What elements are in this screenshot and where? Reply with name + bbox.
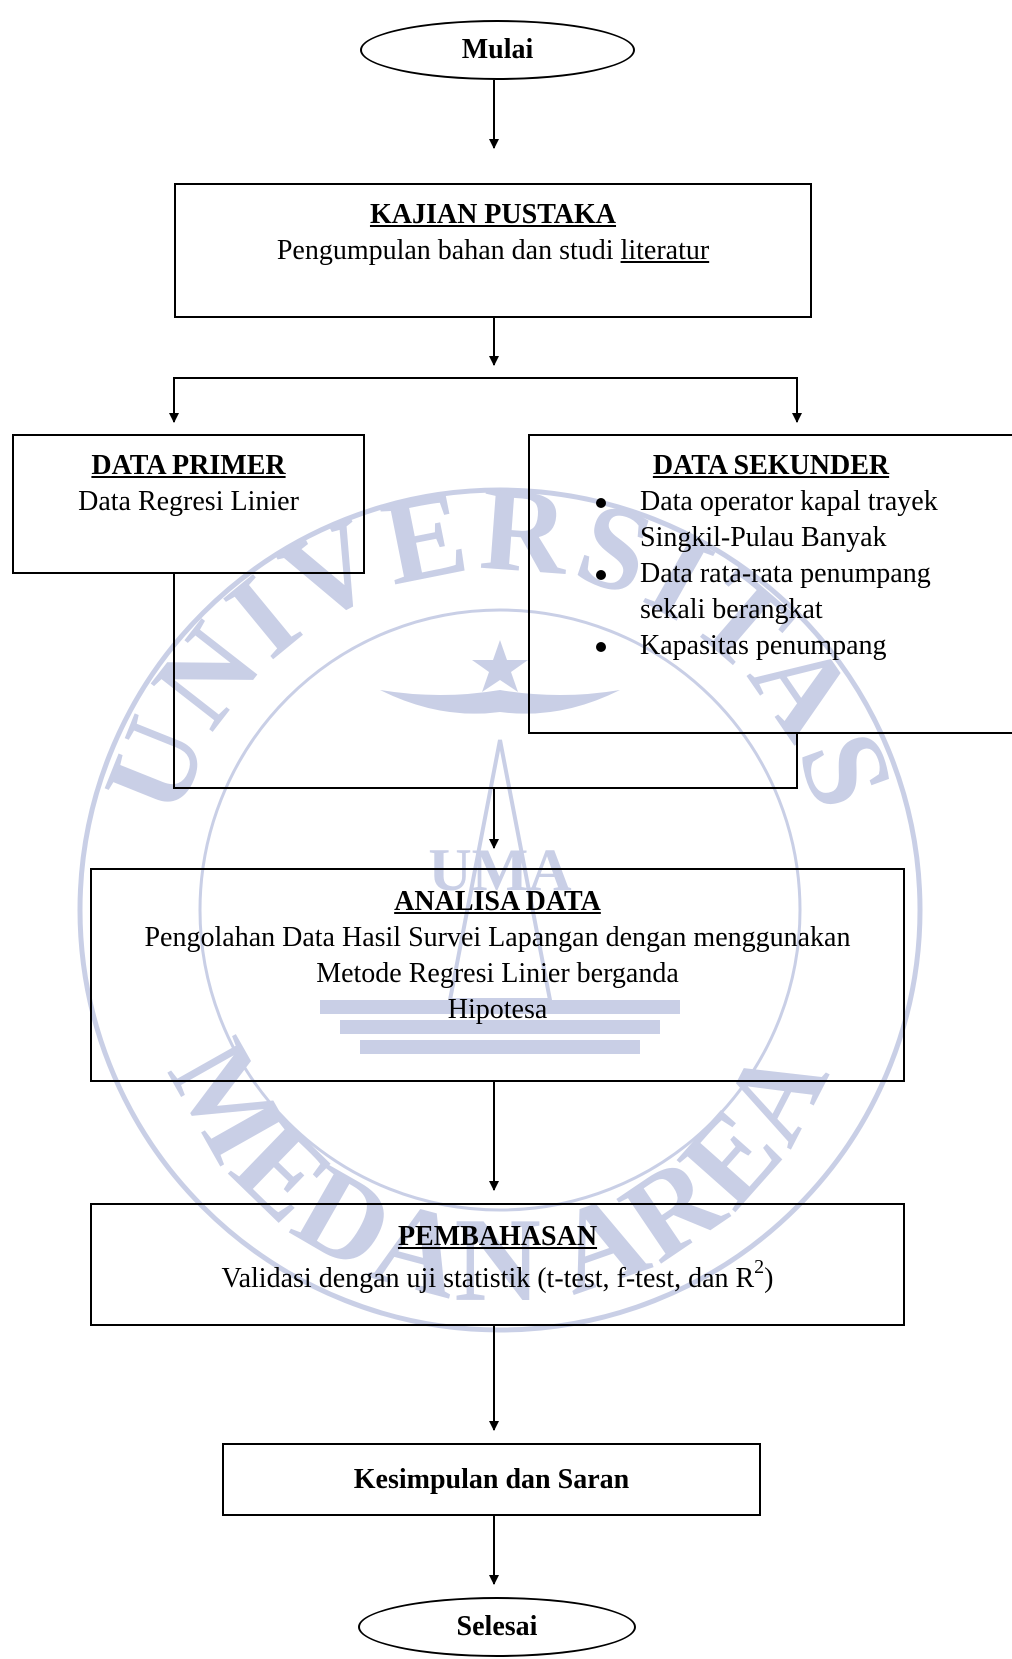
pembahasan-desc-text: Validasi dengan uji statistik (t-test, f… bbox=[221, 1263, 755, 1294]
sekunder-item-line: sekali berangkat bbox=[640, 594, 823, 625]
analisa-data-box: ANALISA DATA Pengolahan Data Hasil Surve… bbox=[90, 868, 905, 1082]
sekunder-item: Data rata-rata penumpang sekali berangka… bbox=[530, 556, 1012, 628]
kajian-desc: Pengumpulan bahan dan studi literatur bbox=[176, 233, 810, 269]
kesimpulan-label: Kesimpulan dan Saran bbox=[353, 1464, 630, 1495]
merge-line bbox=[173, 574, 798, 789]
primer-title: DATA PRIMER bbox=[91, 450, 286, 481]
analisa-line: Hipotesa bbox=[447, 994, 548, 1025]
analisa-line: Pengolahan Data Hasil Survei Lapangan de… bbox=[144, 922, 851, 953]
kajian-desc-text: Pengumpulan bahan dan studi bbox=[276, 235, 621, 266]
end-label: Selesai bbox=[456, 1611, 538, 1642]
end-terminator: Selesai bbox=[358, 1597, 636, 1657]
pembahasan-desc: Validasi dengan uji statistik (t-test, f… bbox=[92, 1257, 903, 1297]
pembahasan-title: PEMBAHASAN bbox=[397, 1221, 598, 1252]
kesimpulan-box: Kesimpulan dan Saran bbox=[222, 1443, 761, 1516]
data-sekunder-box: DATA SEKUNDER Data operator kapal trayek… bbox=[528, 434, 1012, 734]
pembahasan-superscript: 2 bbox=[754, 1255, 765, 1278]
analisa-line: Metode Regresi Linier berganda bbox=[316, 958, 679, 989]
kajian-title: KAJIAN PUSTAKA bbox=[369, 199, 617, 230]
kajian-desc-link: literatur bbox=[620, 235, 710, 266]
split-line bbox=[173, 377, 798, 384]
sekunder-title: DATA SEKUNDER bbox=[652, 450, 890, 481]
sekunder-item-line: Data rata-rata penumpang bbox=[640, 558, 931, 589]
sekunder-list: Data operator kapal trayek Singkil-Pulau… bbox=[530, 484, 1012, 664]
pembahasan-desc-end: ) bbox=[764, 1263, 774, 1294]
sekunder-item-line: Singkil-Pulau Banyak bbox=[640, 522, 887, 553]
sekunder-item: Kapasitas penumpang bbox=[530, 628, 1012, 664]
kajian-pustaka-box: KAJIAN PUSTAKA Pengumpulan bahan dan stu… bbox=[174, 183, 812, 318]
start-label: Mulai bbox=[461, 34, 534, 65]
analisa-title: ANALISA DATA bbox=[394, 886, 601, 917]
sekunder-item: Data operator kapal trayek Singkil-Pulau… bbox=[530, 484, 1012, 556]
start-terminator: Mulai bbox=[360, 20, 635, 80]
primer-desc: Data Regresi Linier bbox=[78, 486, 299, 517]
sekunder-item-line: Data operator kapal trayek bbox=[640, 486, 938, 517]
data-primer-box: DATA PRIMER Data Regresi Linier bbox=[12, 434, 365, 574]
pembahasan-box: PEMBAHASAN Validasi dengan uji statistik… bbox=[90, 1203, 905, 1326]
sekunder-item-line: Kapasitas penumpang bbox=[640, 630, 887, 661]
